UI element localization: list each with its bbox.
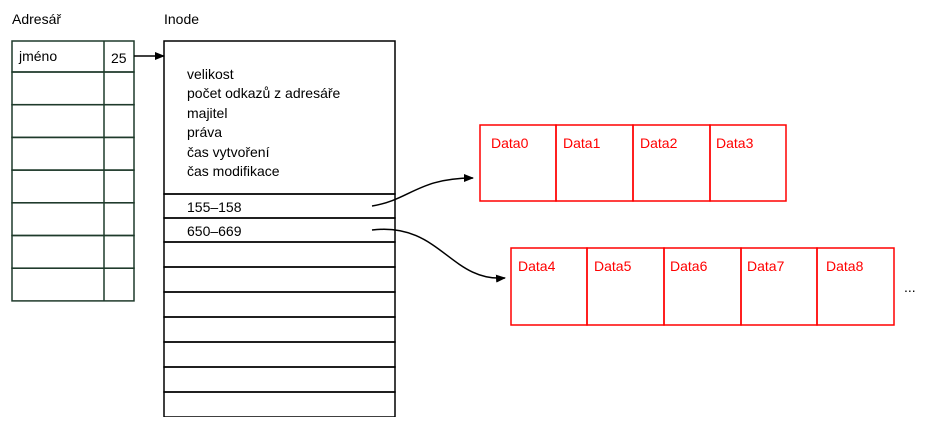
inode-empty-row (163, 391, 396, 418)
data-block-label: Data4 (518, 258, 556, 274)
inode-empty-row (163, 241, 396, 268)
inode-attribute: majitel (187, 105, 227, 121)
inode-attribute: čas modifikace (187, 163, 280, 179)
inode-attribute: velikost (187, 66, 234, 82)
more-blocks-ellipsis: ... (904, 279, 916, 295)
directory-empty-row (11, 71, 135, 106)
data-block-label: Data2 (640, 135, 678, 151)
data-block (709, 124, 787, 202)
inode-empty-row (163, 291, 396, 318)
inode-empty-row (163, 266, 396, 293)
extent-to-data4-arrow (371, 228, 506, 283)
data-block-label: Data6 (670, 258, 708, 274)
data-block-label: Data8 (826, 258, 864, 274)
inode-attribute: počet odkazů z adresáře (187, 85, 341, 101)
data-block (816, 247, 895, 326)
inode-extent: 155–158 (187, 199, 242, 215)
directory-empty-row (11, 103, 135, 139)
directory-empty-row (11, 169, 135, 204)
directory-empty-rows (11, 71, 135, 302)
data-block-label: Data5 (594, 258, 632, 274)
data-blocks-row-1: Data0 Data1 Data2 Data3 (479, 124, 787, 202)
inode-attribute: čas vytvoření (187, 144, 270, 160)
data-block-label: Data1 (563, 135, 601, 151)
inode-title: Inode (164, 11, 199, 27)
directory-title: Adresář (12, 11, 61, 27)
inode-extent: 650–669 (187, 223, 242, 239)
inode-attribute: práva (187, 124, 222, 140)
directory-entry-inode-number: 25 (111, 50, 127, 66)
data-block-label: Data0 (491, 135, 529, 151)
directory-entry-name: jméno (18, 48, 57, 64)
inode-empty-rows (163, 241, 396, 418)
data-blocks-row-2: Data4 Data5 Data6 Data7 Data8 (510, 247, 895, 326)
data-block-label: Data3 (716, 135, 754, 151)
inode-empty-row (163, 316, 396, 343)
extent-to-data0-arrow (371, 174, 474, 207)
inode-box: velikost počet odkazů z adresáře majitel… (163, 40, 396, 418)
inode-empty-row (163, 341, 396, 368)
inode-empty-row (163, 366, 396, 393)
directory-empty-row (11, 234, 135, 269)
directory-empty-row (11, 202, 135, 237)
directory-table: jméno 25 (11, 40, 135, 302)
directory-empty-row (11, 267, 135, 302)
directory-empty-row (11, 136, 135, 171)
data-block-label: Data7 (747, 258, 785, 274)
